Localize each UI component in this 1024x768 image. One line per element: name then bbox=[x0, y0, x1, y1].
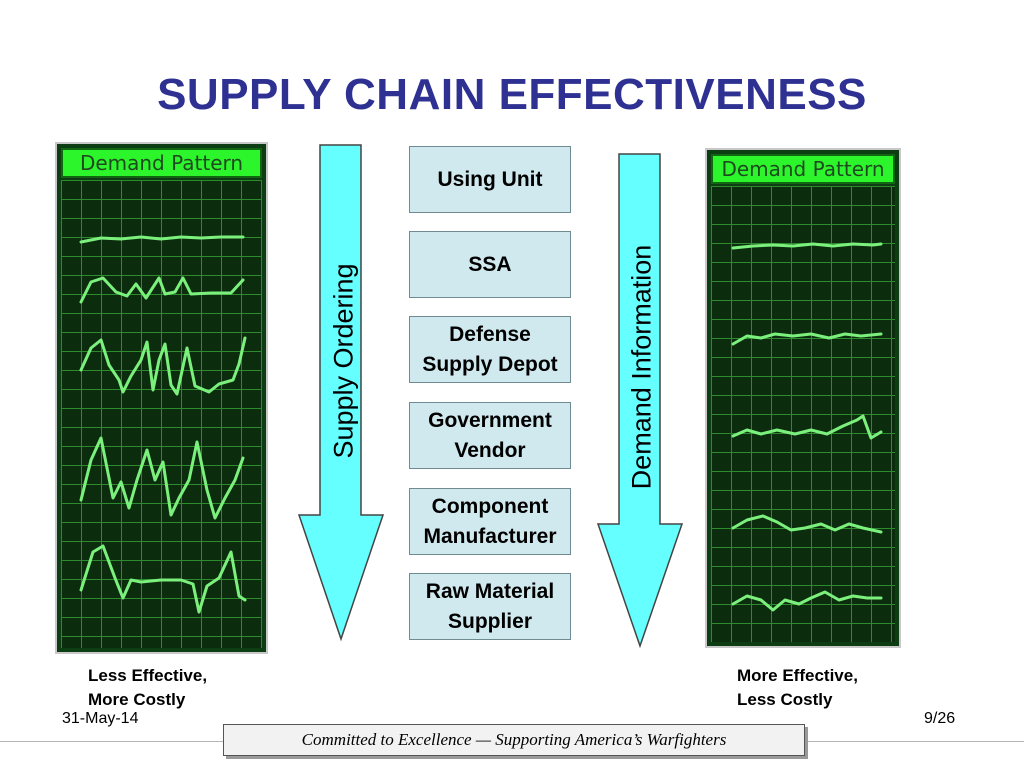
footer-motto: Committed to Excellence — Supporting Ame… bbox=[301, 730, 727, 749]
left-panel-grid bbox=[61, 180, 262, 648]
demand-trace bbox=[731, 590, 883, 612]
right-panel-caption: More Effective, Less Costly bbox=[737, 666, 858, 709]
stage-raw-material-supplier: Raw Material Supplier bbox=[409, 573, 571, 640]
right-demand-pattern-panel: Demand Pattern bbox=[705, 148, 901, 648]
left-demand-pattern-panel: Demand Pattern bbox=[55, 142, 268, 654]
demand-trace bbox=[79, 235, 245, 244]
demand-information-arrow bbox=[596, 153, 684, 649]
stage-using-unit: Using Unit bbox=[409, 146, 571, 213]
right-panel-grid bbox=[711, 186, 895, 642]
stage-government-vendor: Government Vendor bbox=[409, 402, 571, 469]
supply-ordering-arrow bbox=[297, 144, 385, 642]
footer-date: 31-May-14 bbox=[62, 710, 139, 727]
stage-defense-supply-depot: Defense Supply Depot bbox=[409, 316, 571, 383]
left-panel-header: Demand Pattern bbox=[61, 148, 262, 178]
demand-trace bbox=[731, 414, 883, 440]
footer-page-number: 9/26 bbox=[924, 710, 956, 727]
left-demand-traces bbox=[79, 235, 247, 614]
right-demand-traces bbox=[731, 242, 883, 612]
stage-component-manufacturer: Component Manufacturer bbox=[409, 488, 571, 555]
arrow-shape bbox=[297, 144, 385, 642]
demand-trace bbox=[79, 276, 245, 304]
left-panel-caption: Less Effective, More Costly bbox=[88, 666, 208, 709]
demand-information-label: Demand Information bbox=[626, 244, 657, 490]
supply-ordering-label: Supply Ordering bbox=[328, 263, 359, 459]
right-panel-header: Demand Pattern bbox=[711, 154, 895, 184]
demand-trace bbox=[731, 242, 883, 250]
demand-trace bbox=[79, 436, 245, 520]
demand-trace bbox=[79, 336, 247, 396]
demand-trace bbox=[79, 544, 247, 614]
demand-trace bbox=[731, 514, 883, 534]
slide-title: SUPPLY CHAIN EFFECTIVENESS bbox=[157, 70, 867, 119]
stage-ssa: SSA bbox=[409, 231, 571, 298]
demand-trace bbox=[731, 332, 883, 346]
footer-motto-box: Committed to Excellence — Supporting Ame… bbox=[223, 724, 805, 756]
arrow-shape bbox=[596, 153, 684, 649]
